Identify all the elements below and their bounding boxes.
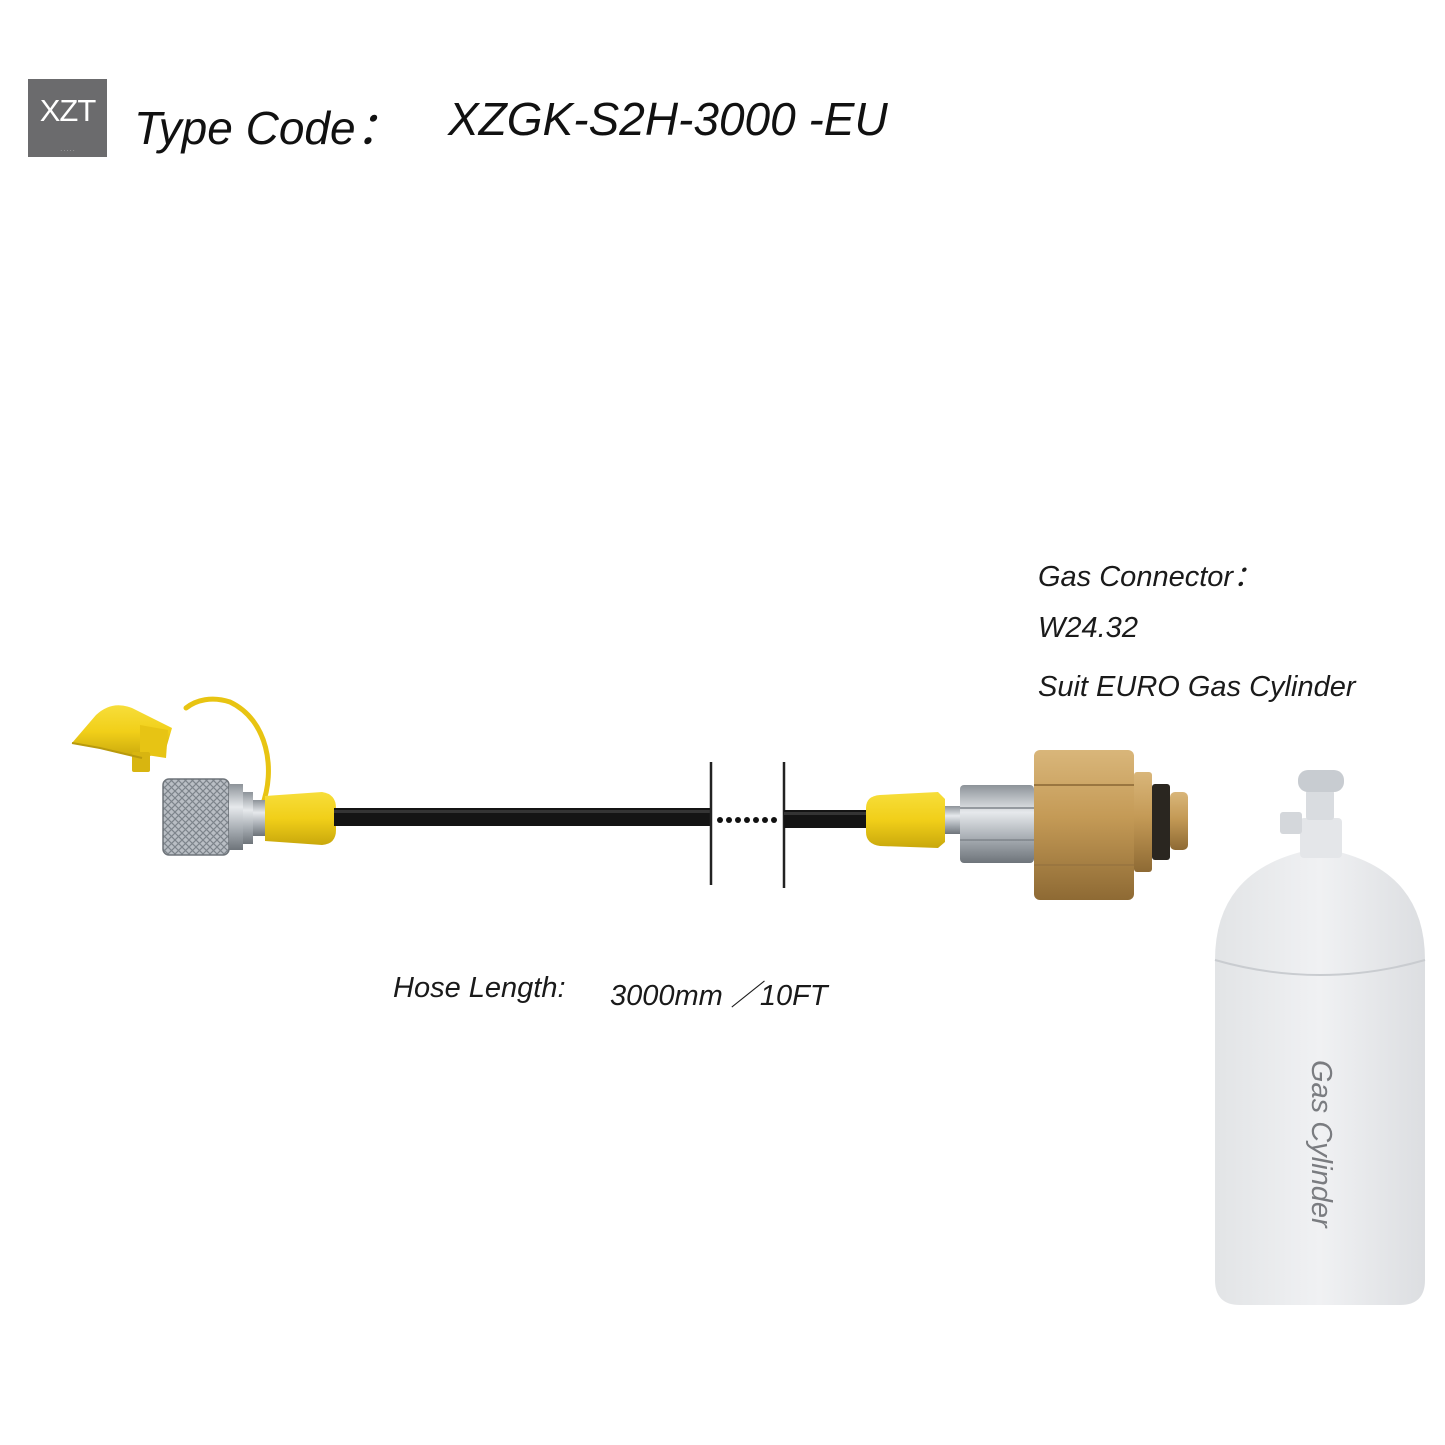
brass-connector	[1034, 750, 1188, 900]
logo-subtext: · · · · ·	[60, 148, 75, 154]
hose-length-label: Hose Length:	[393, 972, 566, 1004]
type-code-label: Type Code：	[134, 102, 402, 154]
type-code-value: XZGK-S2H-3000 -EU	[448, 93, 888, 145]
hose-break-dots	[717, 817, 777, 823]
gas-cylinder	[1214, 770, 1426, 1305]
cylinder-label: Gas Cylinder	[1305, 1060, 1337, 1229]
right-ferrule	[866, 792, 961, 848]
logo-text: XZT	[39, 93, 97, 128]
dust-cap	[71, 696, 271, 809]
left-ferrule	[265, 792, 336, 845]
gas-connector-label: Gas Connector：	[1038, 561, 1263, 593]
hex-nut	[960, 785, 1034, 863]
gas-connector-thread: W24.32	[1038, 612, 1138, 644]
brand-logo: XZT · · · · ·	[28, 79, 107, 157]
gas-connector-suit: Suit EURO Gas Cylinder	[1038, 671, 1356, 703]
knurled-coupler	[162, 778, 265, 856]
hose-length-value: 3000mm ／10FT	[610, 980, 828, 1012]
